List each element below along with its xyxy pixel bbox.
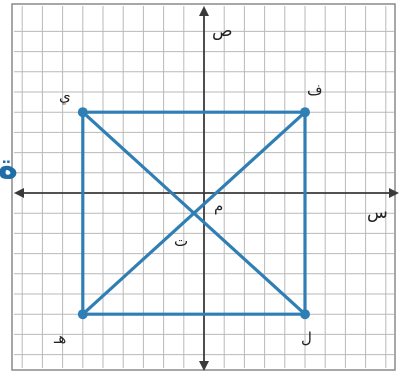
x-axis-arrow-right — [389, 188, 399, 198]
x-axis-label: س — [367, 203, 388, 223]
square-with-diagonals — [77, 107, 310, 320]
cropped-side-text: ة — [0, 147, 18, 187]
intersection-label: ت — [174, 232, 188, 250]
vertex-top-left — [77, 107, 88, 118]
diagonal-top-right-to-bottom-left — [81, 111, 307, 316]
vertex-bottom-left — [77, 309, 88, 320]
vertex-label-top-right: ف — [307, 81, 323, 99]
vertex-label-bottom-left: هـ — [53, 329, 66, 347]
axes — [14, 6, 399, 371]
vertex-top-right — [300, 107, 310, 118]
vertex-label-bottom-right: ل — [301, 329, 312, 347]
vertex-bottom-right — [300, 309, 310, 320]
y-axis-label: ص — [212, 21, 233, 41]
x-axis-arrow-left — [14, 188, 24, 198]
labels: ص س م ت ي ف هـ ل — [53, 21, 388, 347]
y-axis-arrow-down — [199, 361, 209, 371]
y-axis-arrow-up — [199, 6, 209, 16]
origin-label: م — [214, 197, 223, 215]
vertex-label-top-left: ي — [59, 87, 71, 106]
